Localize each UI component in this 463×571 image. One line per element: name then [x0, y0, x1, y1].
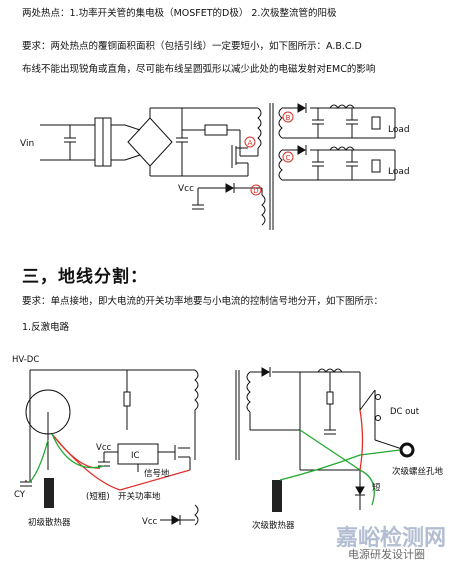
- marker-c-label: C: [286, 154, 291, 162]
- primary-heatsink-label: 初级散热器: [28, 517, 71, 528]
- marker-a-label: A: [248, 139, 253, 147]
- section-subtitle: 1.反激电路: [22, 322, 70, 333]
- dc-out-label: DC out: [390, 407, 420, 417]
- hotspot-a-marker: [244, 136, 256, 148]
- watermark-account: 电源研发设计圈: [348, 548, 425, 561]
- vin-label: Vin: [20, 139, 34, 149]
- vcc-label-top: Vcc: [178, 184, 194, 194]
- load-bottom-label: Load: [388, 167, 410, 177]
- vcc-left-label: Vcc: [96, 443, 111, 453]
- requirement-description: 要求：两处热点的覆铜面积面积（包括引线）一定要短小，如下图所示：A.B.C.D: [22, 41, 362, 52]
- vcc-bottom-label: Vcc: [142, 517, 157, 527]
- signal-ground-label: 信号地: [144, 468, 170, 479]
- load-top-label: Load: [388, 125, 410, 135]
- secondary-heatsink: [272, 480, 282, 512]
- thick-label: (短粗): [86, 491, 110, 502]
- primary-heatsink: [44, 478, 54, 508]
- short-label: 短: [372, 482, 381, 493]
- hotspot-d-marker: [250, 184, 262, 196]
- hotspot-description: 两处热点：1.功率开关管的集电极（MOSFET的D极） 2.次极整流管的阳极: [22, 8, 337, 19]
- switch-ground-label: 开关功率地: [118, 491, 161, 502]
- marker-d-label: D: [253, 187, 258, 195]
- secondary-screw-label: 次级螺丝孔地: [392, 466, 444, 477]
- hv-dc-label: HV-DC: [12, 355, 39, 365]
- secondary-screw-hole: [399, 442, 415, 458]
- ic-label: IC: [131, 451, 140, 461]
- hotspot-b-marker: [282, 111, 294, 123]
- routing-description: 布线不能出现锐角或直角，尽可能布线呈圆弧形以减少此处的电磁发射对EMC的影响: [22, 64, 376, 75]
- hotspot-c-marker: [282, 151, 294, 163]
- watermark-site: 嘉峪检测网: [336, 526, 447, 551]
- secondary-heatsink-label: 次级散热器: [252, 520, 295, 531]
- section-title: 三，地线分割：: [22, 267, 148, 287]
- section-requirement: 要求：单点接地，即大电流的开关功率地要与小电流的控制信号地分开，如下图所示：: [22, 296, 384, 307]
- marker-b-label: B: [286, 114, 291, 122]
- cy-label: CY: [14, 490, 26, 500]
